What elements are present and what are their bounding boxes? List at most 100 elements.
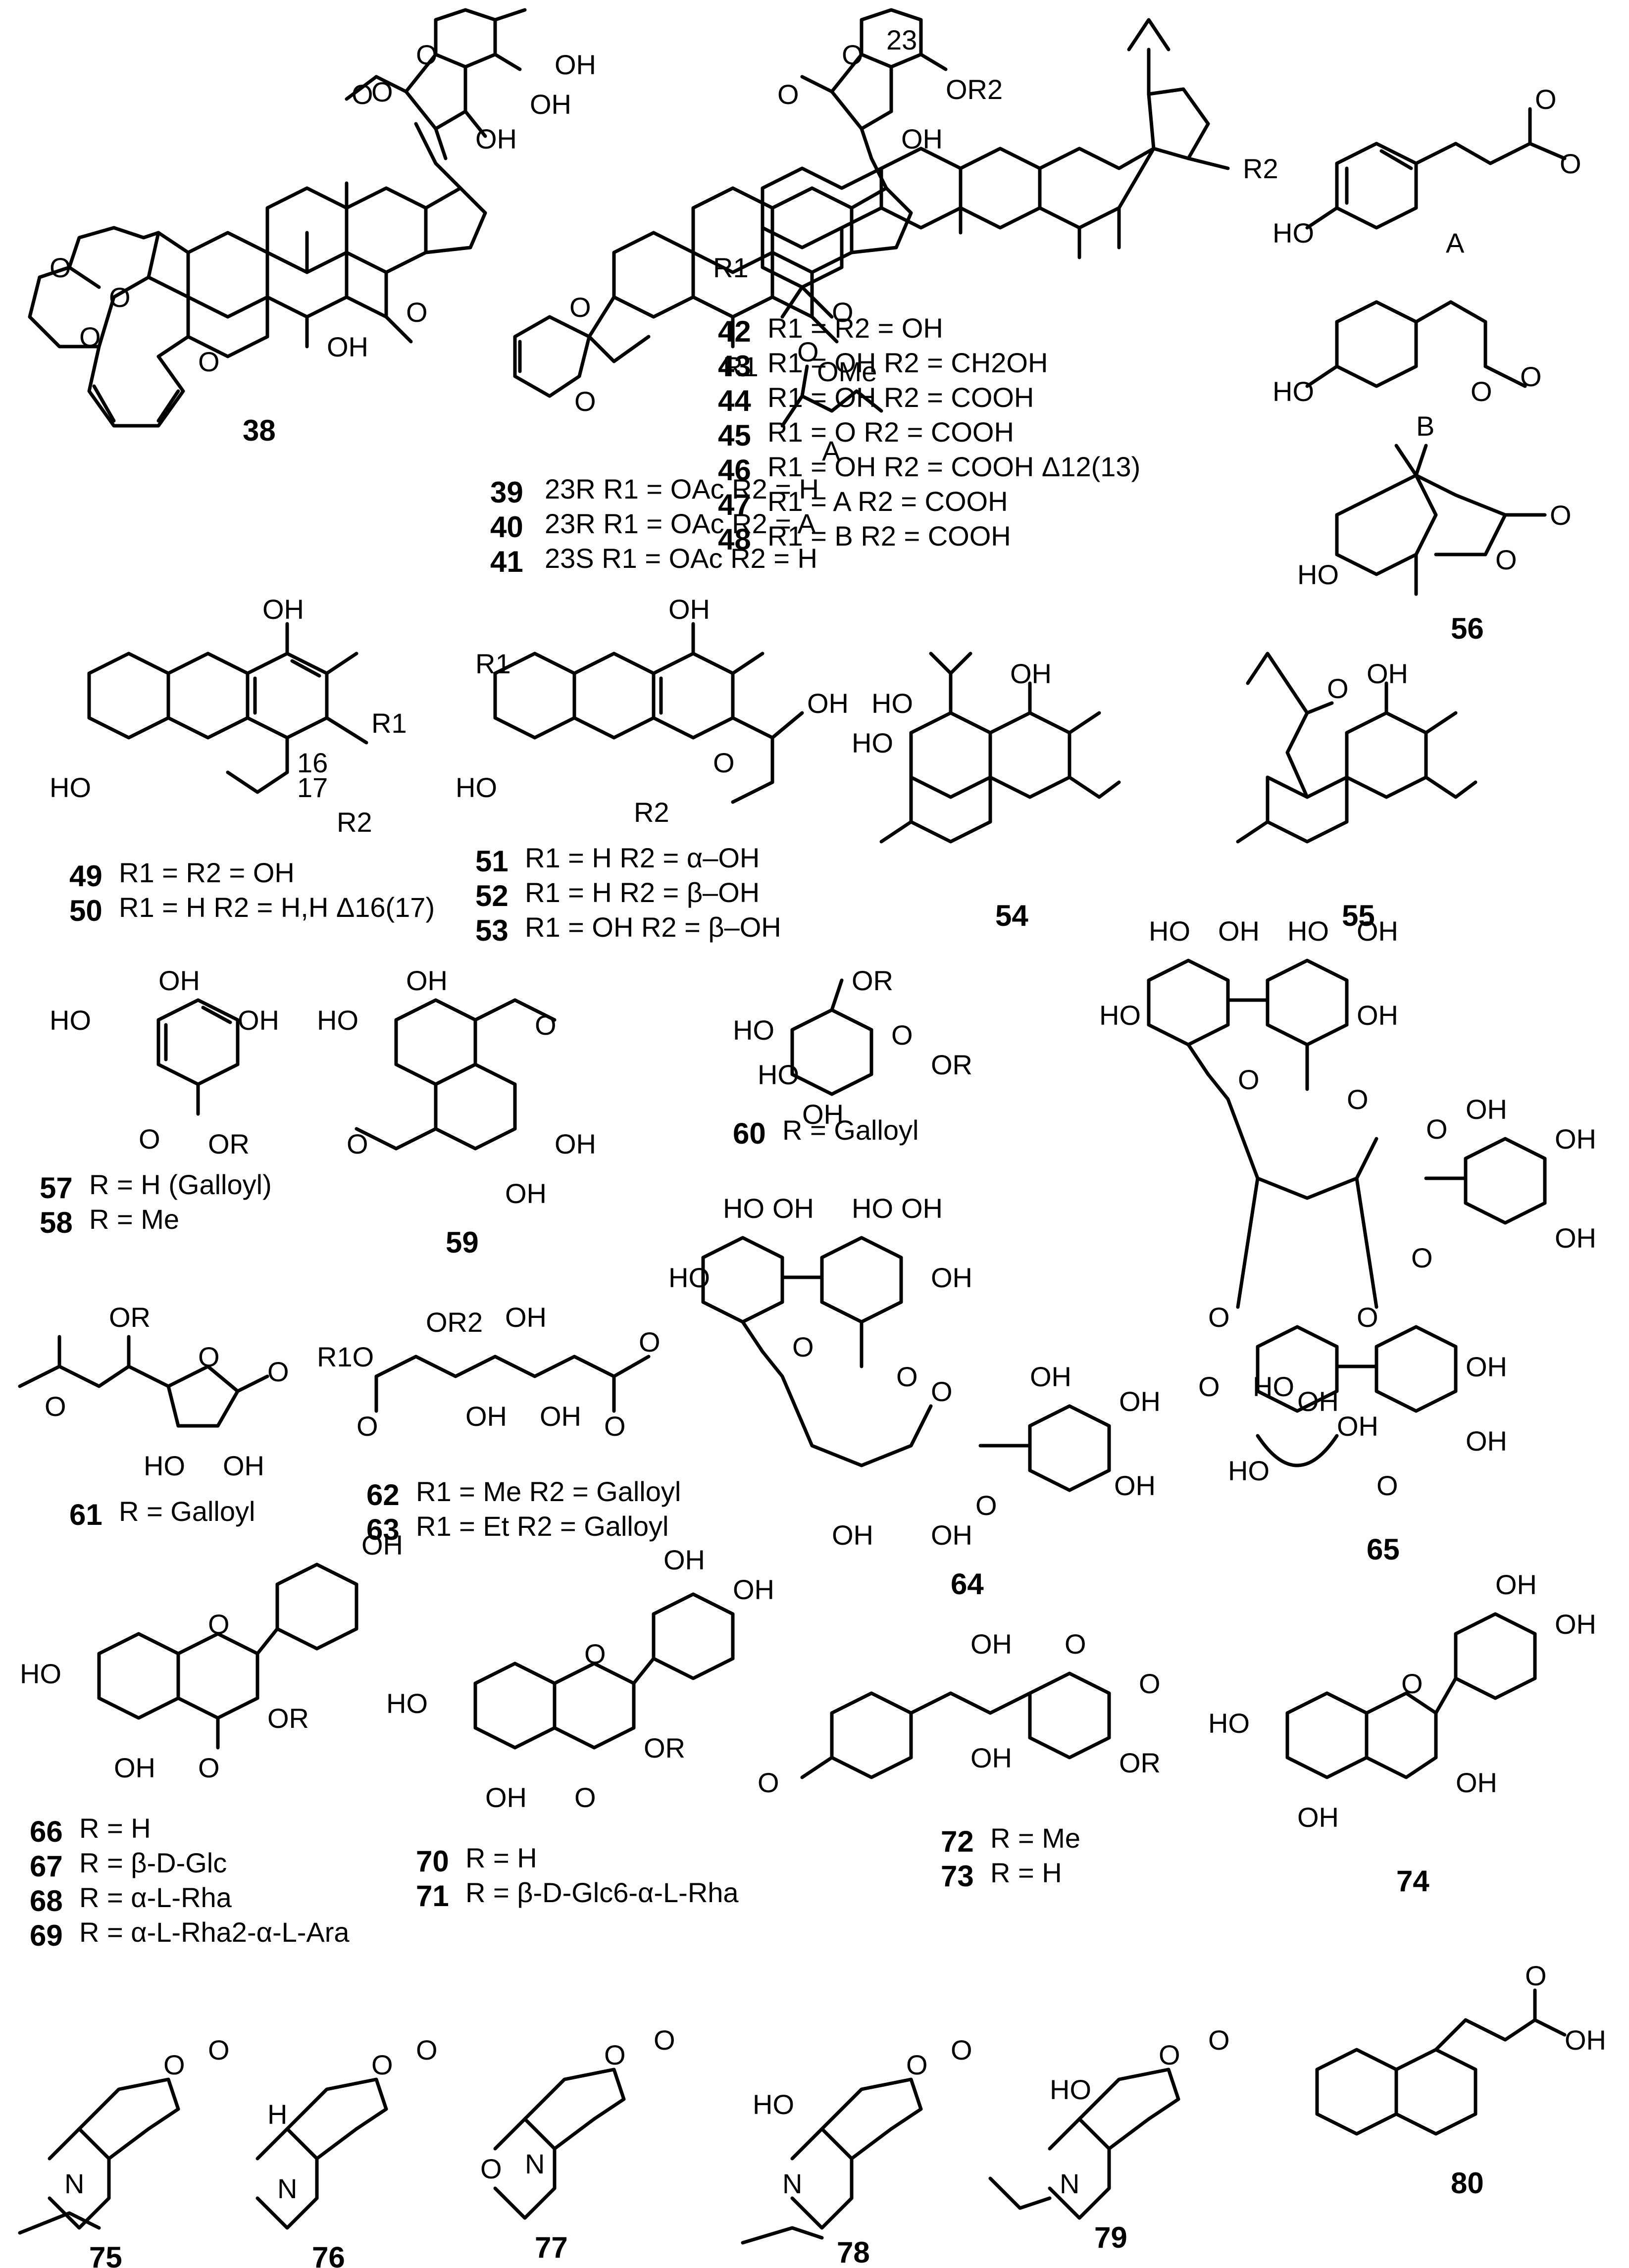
substituent-label: A [822, 435, 841, 466]
svg-text:OH: OH [1466, 1094, 1507, 1125]
svg-text:74: 74 [1396, 1865, 1429, 1898]
svg-text:OR2: OR2 [426, 1307, 483, 1338]
svg-text:OR: OR [852, 965, 893, 996]
svg-text:OH: OH [465, 1401, 507, 1432]
svg-text:16: 16 [297, 747, 328, 778]
svg-text:H: H [267, 2099, 287, 2130]
svg-text:OR: OR [931, 1049, 972, 1080]
svg-text:OH: OH [931, 1262, 972, 1293]
caption-71: R = β-D-Glc6-α-L-Rha [465, 1877, 739, 1908]
svg-text:OH: OH [931, 1519, 972, 1551]
structure-62-63: R1O OR2 OH O OH OH O O [317, 1302, 661, 1442]
svg-text:O: O [163, 2049, 185, 2080]
svg-text:HO: HO [758, 1059, 799, 1090]
svg-text:O: O [1411, 1242, 1433, 1273]
svg-text:O: O [891, 1019, 913, 1051]
svg-text:OH: OH [1495, 1569, 1537, 1600]
svg-text:A: A [1446, 227, 1465, 258]
svg-text:HO: HO [50, 772, 91, 803]
structure-76: H N O O 76 [255, 2034, 438, 2268]
caption-61: R = Galloyl [119, 1496, 255, 1527]
svg-text:O: O [574, 1782, 596, 1813]
svg-text:69: 69 [30, 1919, 63, 1952]
svg-text:OH: OH [807, 688, 849, 719]
caption-39: 23R R1 = OAc R2 = H [545, 473, 819, 504]
svg-text:HO: HO [1149, 915, 1190, 947]
compound-number: 39 [490, 476, 523, 509]
svg-text:53: 53 [475, 914, 509, 947]
svg-text:64: 64 [951, 1567, 984, 1601]
svg-text:O: O [569, 292, 591, 323]
svg-text:OH: OH [505, 1302, 547, 1333]
svg-text:79: 79 [1094, 2221, 1127, 2254]
svg-text:63: 63 [366, 1513, 400, 1546]
svg-text:R1: R1 [723, 351, 759, 382]
svg-text:OH: OH [114, 1752, 155, 1783]
caption-68: R = α-L-Rha [79, 1882, 232, 1913]
svg-text:N: N [1060, 2168, 1079, 2199]
svg-text:O: O [584, 1638, 606, 1669]
atom-label: O [50, 252, 71, 283]
svg-text:OR: OR [644, 1732, 685, 1764]
svg-text:O: O [1535, 84, 1557, 115]
svg-text:52: 52 [475, 879, 509, 912]
structure-72-73: O OH OH O O OR [758, 1628, 1161, 1798]
structure-57-58: OH HO OH O OR [50, 965, 279, 1159]
svg-text:59: 59 [446, 1226, 479, 1259]
svg-text:72: 72 [941, 1825, 974, 1858]
svg-text:O: O [777, 79, 799, 110]
structure-64: HO OH HO OH HO OH O O O OH OH OH O OH OH… [668, 1193, 1161, 1601]
structure-49-50: OH R1 16 17 R2 HO [50, 594, 407, 838]
svg-text:O: O [975, 1490, 997, 1521]
caption-72: R = Me [990, 1822, 1081, 1854]
svg-text:HO: HO [668, 1262, 710, 1293]
svg-text:HO: HO [144, 1450, 185, 1481]
svg-text:OH: OH [262, 594, 304, 625]
svg-text:R2: R2 [1243, 153, 1278, 184]
svg-text:49: 49 [69, 859, 102, 893]
svg-text:62: 62 [366, 1478, 400, 1512]
svg-text:70: 70 [416, 1845, 449, 1878]
svg-text:O: O [535, 1009, 557, 1041]
svg-text:56: 56 [1451, 612, 1484, 645]
svg-text:OH: OH [1466, 1351, 1507, 1382]
svg-text:N: N [525, 2148, 545, 2179]
svg-text:O: O [371, 2049, 393, 2080]
svg-text:B: B [1416, 410, 1434, 442]
structure-75: N O O 75 [18, 2034, 230, 2268]
structure-66-69: HO O OH OR OH O [20, 1529, 403, 1783]
svg-text:O: O [1520, 361, 1542, 392]
structure-42-48: R2 R1 HO O O A HO O O B [713, 18, 1581, 442]
caption-48: R1 = B R2 = COOH [767, 520, 1011, 552]
caption-49: R1 = R2 = OH [119, 857, 295, 888]
svg-text:O: O [1495, 544, 1517, 575]
caption-66: R = H [79, 1813, 151, 1844]
svg-text:O: O [842, 39, 864, 70]
structure-74: HO O OH OH OH OH 74 [1208, 1569, 1596, 1898]
caption-41: 23S R1 = OAc R2 = H [545, 543, 817, 574]
svg-text:N: N [64, 2168, 84, 2199]
svg-text:HO: HO [1228, 1455, 1270, 1486]
svg-text:45: 45 [718, 419, 751, 452]
svg-text:OH: OH [802, 1099, 844, 1130]
svg-text:HO: HO [386, 1688, 428, 1719]
svg-text:HO: HO [1273, 217, 1314, 249]
caption-70: R = H [465, 1842, 537, 1873]
svg-text:O: O [1550, 500, 1572, 531]
svg-text:O: O [1376, 1470, 1398, 1501]
structure-59: OH HO O OH O OH 59 [317, 965, 596, 1259]
svg-text:O: O [758, 1767, 779, 1798]
svg-text:OH: OH [505, 1178, 547, 1209]
svg-text:R1: R1 [475, 648, 511, 679]
svg-text:HO: HO [852, 727, 893, 758]
svg-text:61: 61 [69, 1498, 102, 1531]
svg-text:O: O [198, 1341, 220, 1372]
caption-69: R = α-L-Rha2-α-L-Ara [79, 1916, 350, 1948]
svg-text:O: O [356, 1411, 378, 1442]
atom-label: O [198, 346, 220, 377]
svg-text:44: 44 [718, 384, 751, 417]
atom-label: O [109, 282, 131, 313]
structure-56: O O HO 56 [1297, 444, 1572, 645]
svg-text:O: O [951, 2034, 972, 2066]
svg-text:OR: OR [109, 1302, 151, 1333]
